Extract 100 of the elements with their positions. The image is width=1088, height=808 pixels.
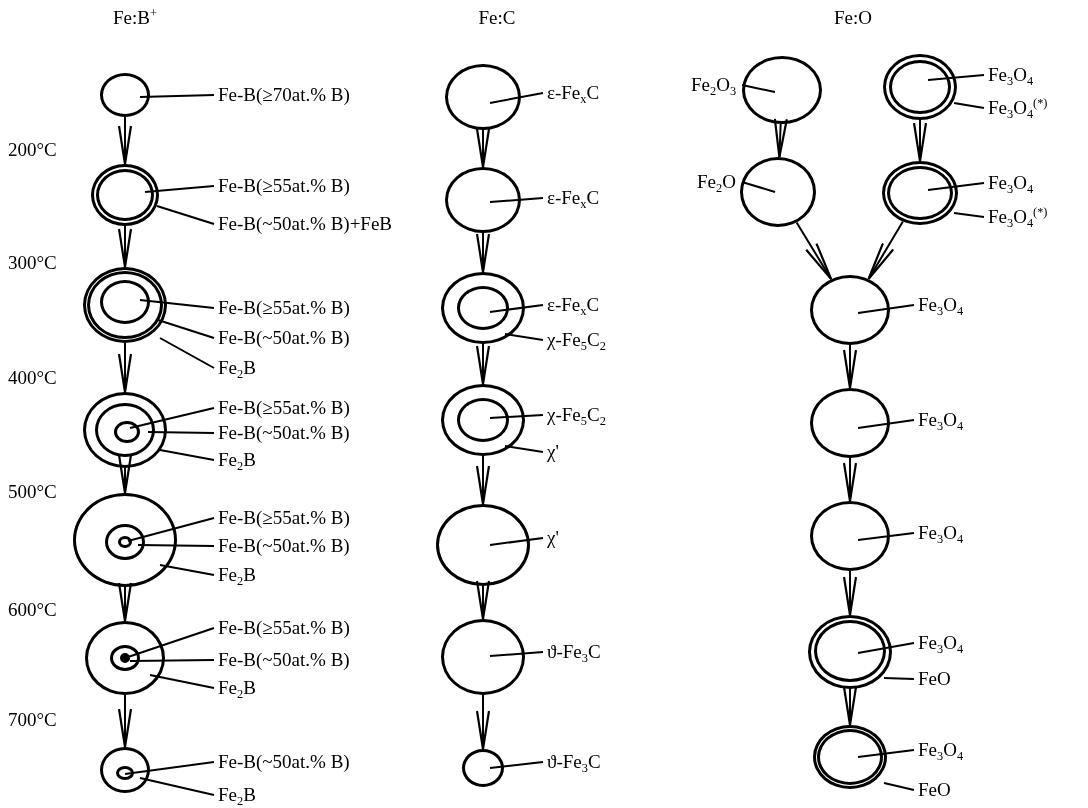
phase-label: Fe-B(≥70at.% B)	[218, 84, 350, 106]
arrow	[773, 117, 788, 159]
temperature-label: 600°C	[8, 599, 57, 621]
particle-circle	[441, 619, 525, 695]
phase-label: Fe-B(~50at.% B)	[218, 649, 350, 671]
leader-line	[129, 407, 215, 429]
arrow	[842, 570, 858, 617]
leader-line	[857, 749, 915, 758]
particle-circle	[462, 749, 504, 787]
leader-line	[144, 185, 215, 193]
particle-circle	[85, 621, 165, 695]
phase-label: FeO	[918, 668, 951, 690]
leader-line	[857, 304, 915, 314]
phase-label: Fe$_{3}$O$_{4}$	[918, 409, 964, 431]
leader-line	[953, 212, 985, 218]
phase-label: Fe$_{2}$B	[218, 784, 256, 806]
arrow	[475, 455, 491, 506]
inner-ring	[457, 398, 509, 442]
leader-line	[159, 337, 215, 369]
phase-label: χ-Fe$_{5}$C$_{2}$	[547, 329, 606, 351]
leader-line	[504, 333, 544, 341]
phase-label: Fe-B(~50at.% B)	[218, 422, 350, 444]
inner-ring	[95, 403, 155, 457]
leader-line	[127, 627, 215, 658]
inner-ring	[110, 645, 140, 671]
leader-line	[489, 197, 544, 203]
leader-line	[159, 564, 215, 576]
leader-line	[857, 642, 915, 654]
arrow	[912, 119, 928, 163]
leader-line	[137, 544, 215, 547]
leader-line	[149, 674, 215, 689]
phase-label: χ-Fe$_{5}$C$_{2}$	[547, 404, 606, 426]
phase-label: Fe$_{3}$O$_{4}$	[918, 294, 964, 316]
inner-ring	[100, 280, 150, 324]
leader-line	[504, 445, 544, 453]
particle-circle	[808, 615, 892, 689]
leader-line	[883, 677, 915, 680]
arrow	[117, 225, 133, 269]
inner-ring	[457, 286, 509, 330]
phase-label: Fe$_{2}$O$_{3}$	[691, 74, 737, 96]
particle-circle	[73, 493, 177, 587]
arrow	[117, 116, 133, 166]
particle-circle	[883, 54, 957, 120]
column-title: Fe:B$^{+}$	[113, 7, 157, 29]
phase-label: Fe$_{2}$B	[218, 677, 256, 699]
phase-label: Fe$_{3}$O$_{4}$	[918, 739, 964, 761]
inner-ring	[116, 766, 134, 780]
leader-line	[489, 92, 544, 104]
phase-label: χ'	[547, 441, 559, 463]
arrow	[117, 694, 133, 749]
particle-circle	[810, 501, 890, 571]
particle-circle	[445, 64, 521, 130]
leader-line	[147, 431, 215, 434]
particle-circle	[810, 388, 890, 458]
particle-circle	[740, 157, 816, 227]
arrow	[475, 579, 491, 621]
phase-label: ε-Fe$_{x}$C	[547, 294, 600, 316]
arrow	[842, 344, 858, 390]
phase-label: ϑ-Fe$_{3}$C	[547, 641, 601, 663]
arrow	[475, 343, 491, 386]
phase-label: Fe-B(~50at.% B)	[218, 751, 350, 773]
inner-ring	[105, 524, 145, 560]
phase-label: Fe-B(≥55at.% B)	[218, 617, 350, 639]
inner-ring	[114, 421, 140, 443]
phase-label: Fe-B(~50at.% B)+FeB	[218, 213, 393, 235]
particle-circle	[441, 384, 525, 456]
phase-label: FeO	[918, 779, 951, 801]
inner-ring	[118, 536, 132, 548]
leader-line	[139, 94, 215, 98]
arrow	[867, 220, 904, 281]
leader-line	[124, 761, 215, 775]
particle-circle	[445, 167, 521, 233]
phase-label: ϑ-Fe$_{3}$C	[547, 751, 601, 773]
phase-label: Fe-B(≥55at.% B)	[218, 175, 350, 197]
phase-label: Fe-B(~50at.% B)	[218, 535, 350, 557]
arrow	[475, 232, 491, 274]
phase-label: Fe$_{2}$B	[218, 357, 256, 379]
particle-circle	[742, 56, 822, 124]
particle-circle	[100, 747, 150, 793]
leader-line	[139, 299, 215, 309]
leader-line	[883, 782, 915, 791]
phase-label: Fe$_{2}$B	[218, 564, 256, 586]
phase-label: Fe$_{3}$O$_{4}$	[918, 632, 964, 654]
column-title: Fe:C	[478, 7, 516, 29]
leader-line	[139, 777, 215, 796]
leader-line	[927, 182, 985, 191]
column-title: Fe:O	[834, 7, 872, 29]
phase-label: Fe$_{2}$B	[218, 449, 256, 471]
inner-ring	[889, 60, 951, 114]
phase-label: Fe-B(≥55at.% B)	[218, 397, 350, 419]
particle-circle	[810, 275, 890, 345]
leader-line	[857, 532, 915, 541]
arrow	[117, 342, 133, 394]
leader-line	[129, 659, 215, 662]
arrow	[795, 221, 833, 281]
particle-circle	[436, 504, 530, 586]
temperature-label: 500°C	[8, 481, 57, 503]
temperature-label: 700°C	[8, 709, 57, 731]
phase-label: ε-Fe$_{x}$C	[547, 187, 600, 209]
phase-label: Fe-B(≥55at.% B)	[218, 507, 350, 529]
